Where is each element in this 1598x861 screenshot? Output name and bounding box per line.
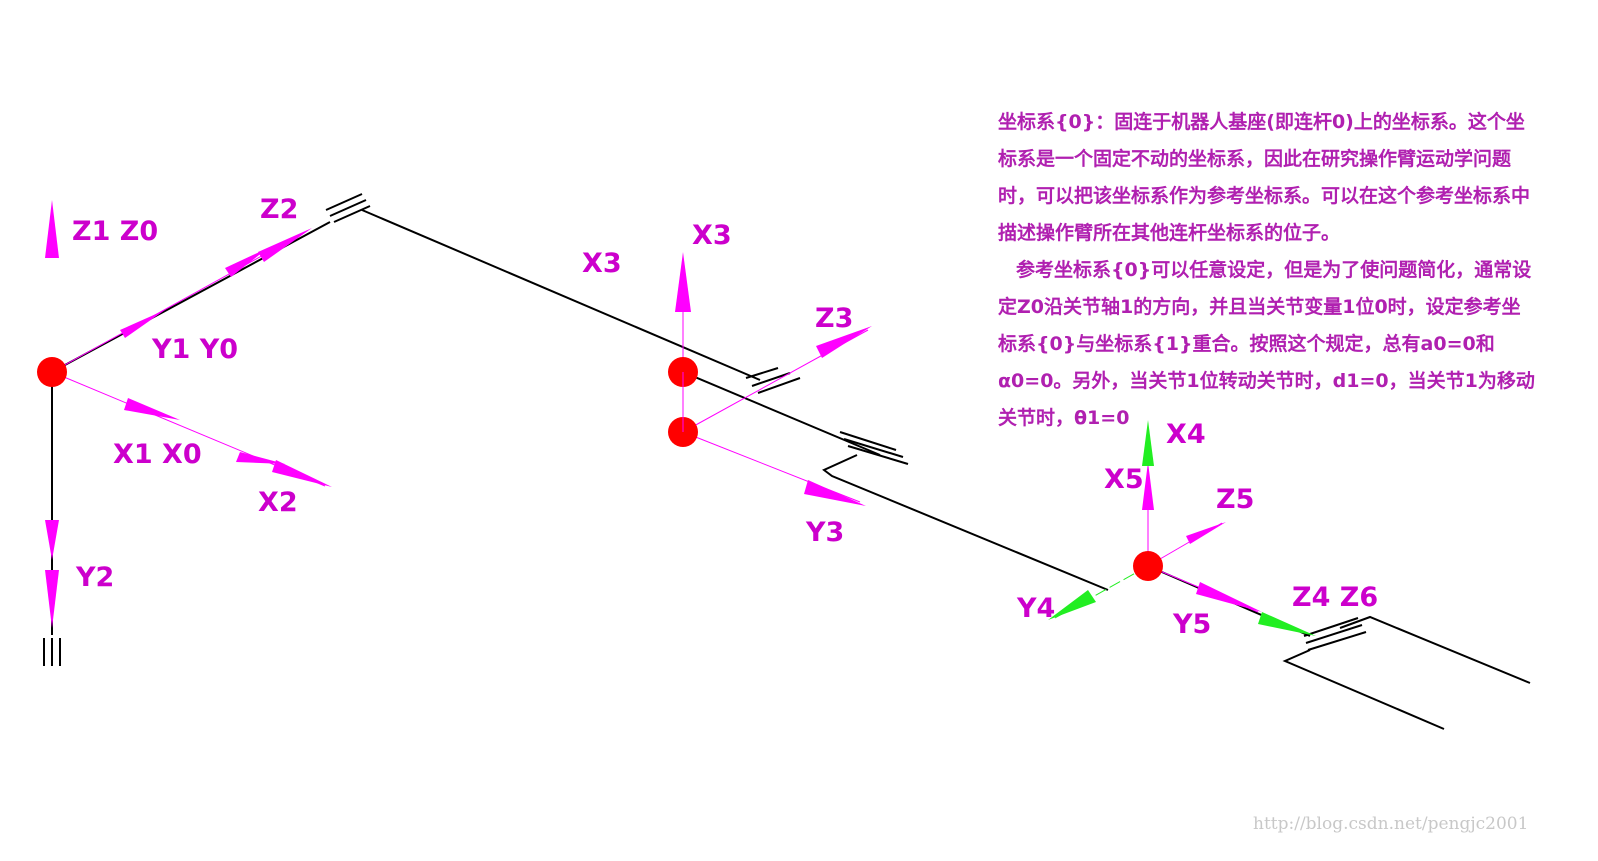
label-y5: Y5 [1172, 609, 1211, 640]
z3-arrow [816, 326, 872, 358]
x5-arrow [1142, 462, 1154, 510]
z2-arrow-2 [258, 228, 312, 262]
label-x3: X3 [582, 248, 622, 279]
label-y1y0: Y1 Y0 [151, 334, 238, 365]
label-y2: Y2 [75, 562, 114, 593]
label-x1x0: X1 X0 [113, 439, 202, 470]
z4z6-arrow [1258, 612, 1316, 636]
joint-4 [1133, 551, 1163, 581]
x2-arrow [272, 460, 332, 487]
y1y0-arrow [120, 310, 165, 338]
y5-arrow [1196, 582, 1262, 612]
link-2 [361, 209, 761, 381]
label-z3: Z3 [815, 303, 853, 334]
z1z0-arrow [45, 200, 59, 258]
description-paragraph-2: 参考坐标系{0}可以任意设定，但是为了使问题简化，通常设定Z0沿关节轴1的方向，… [998, 259, 1535, 429]
label-x2: X2 [258, 487, 298, 518]
joint-4-slide-icon [822, 431, 1109, 591]
x4-arrow [1142, 420, 1154, 466]
label-z1z0: Z1 Z0 [72, 216, 158, 247]
z5-arrow [1186, 522, 1226, 544]
label-x3-top: X3 [692, 220, 732, 251]
label-z2: Z2 [260, 194, 298, 225]
label-y3: Y3 [805, 517, 844, 548]
y2-arrow-1 [45, 520, 59, 560]
joint-2-slide-icon [325, 193, 371, 223]
base-ground-icon [43, 638, 61, 666]
watermark: http://blog.csdn.net/pengjc2001 [1253, 814, 1529, 834]
label-z5: Z5 [1216, 484, 1254, 515]
joint-3-slide-icon [745, 367, 801, 394]
z2-arrow-1 [225, 248, 268, 277]
label-x4: X4 [1166, 419, 1206, 450]
end-effector-icon [1282, 615, 1531, 730]
y4-arrow [1048, 590, 1096, 620]
x3-arrow [675, 252, 691, 312]
x1x0-arrow-2 [236, 452, 285, 464]
label-z4z6: Z4 Z6 [1292, 582, 1378, 613]
label-x5: X5 [1104, 464, 1144, 495]
link-3 [682, 371, 881, 456]
label-y4: Y4 [1016, 593, 1055, 624]
joint-1 [37, 357, 67, 387]
description-text: 坐标系{0}：固连于机器人基座(即连杆0)上的坐标系。这个坐标系是一个固定不动的… [998, 104, 1538, 437]
y2-arrow-2 [45, 570, 59, 628]
y3-arrow [804, 480, 866, 506]
x1x0-arrow [124, 398, 180, 420]
description-paragraph-1: 坐标系{0}：固连于机器人基座(即连杆0)上的坐标系。这个坐标系是一个固定不动的… [998, 111, 1531, 244]
